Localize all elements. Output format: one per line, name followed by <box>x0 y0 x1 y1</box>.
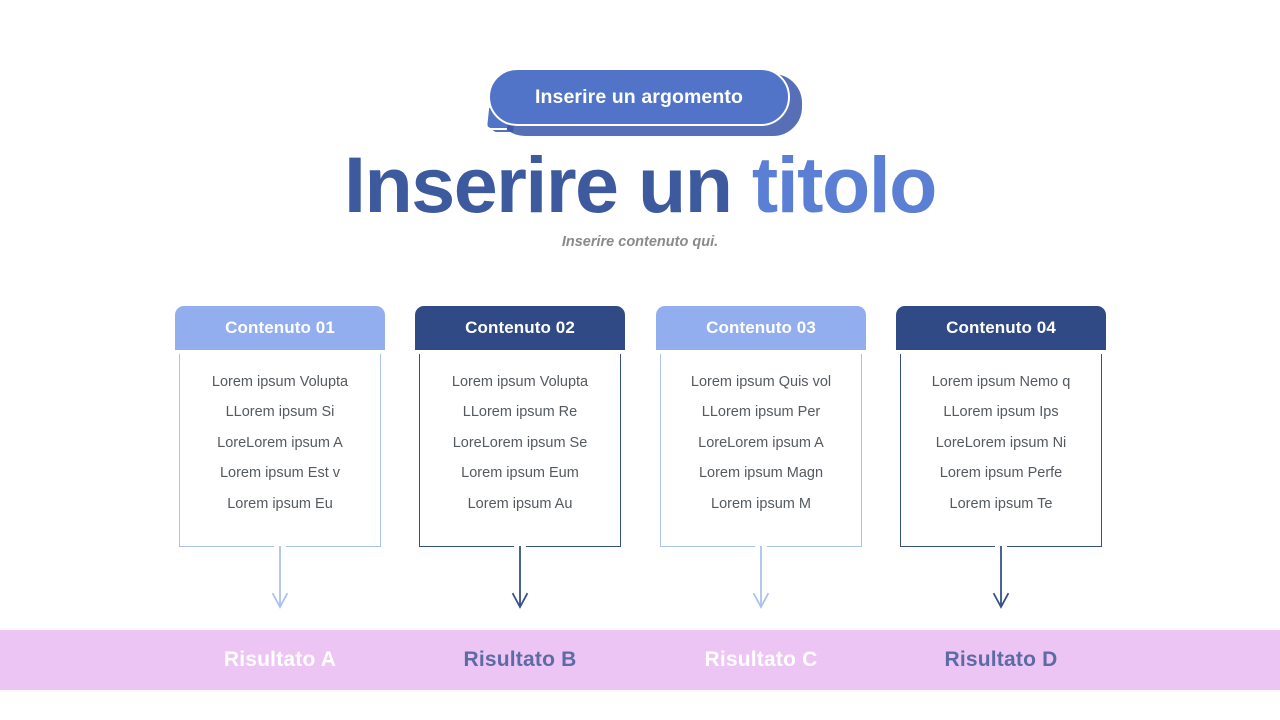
column-line-item: LLorem ipsum Re <box>462 404 578 421</box>
column-line-item: Lorem ipsum M <box>711 495 811 512</box>
result-label-text: Risultato C <box>704 648 818 671</box>
page-title-part2: titolo <box>751 140 938 229</box>
results-bar <box>0 630 1280 690</box>
page-subtitle: Inserire contenuto qui. <box>561 234 719 250</box>
column-line-item: Lorem ipsum Perfe <box>939 465 1063 482</box>
column-line-item: Lorem ipsum Quis vol <box>690 374 832 390</box>
column-line-item: Lorem ipsum Magn <box>698 465 824 482</box>
page-title: Inserire un titolo <box>0 140 1280 230</box>
topic-badge-area: Inserire un argomento <box>0 68 1280 136</box>
result-label-text: Risultato A <box>223 648 337 671</box>
result-label: Risultato C <box>656 630 866 690</box>
column-header[interactable]: Contenuto 01 <box>175 306 385 350</box>
flow-arrow-down-icon <box>508 546 532 618</box>
column-line-item: LLorem ipsum Per <box>701 404 821 421</box>
page-title-part1: Inserire un <box>344 140 752 229</box>
result-label-text: Risultato D <box>944 648 1058 671</box>
result-label-text: Risultato B <box>463 648 577 671</box>
flow-arrow-down-icon <box>989 546 1013 618</box>
column-line-item: Lorem ipsum Te <box>949 495 1053 512</box>
column-header-label: Contenuto 02 <box>465 318 575 337</box>
column-line-item: Lorem ipsum Volupta <box>211 374 349 390</box>
column-line-item: LoreLorem ipsum A <box>217 434 343 451</box>
column-header[interactable]: Contenuto 02 <box>415 306 625 350</box>
column-line-item: Lorem ipsum Volupta <box>451 374 589 390</box>
column-line-item: LoreLorem ipsum A <box>698 434 824 451</box>
column-line-item: Lorem ipsum Est v <box>219 465 341 482</box>
column-line-item: Lorem ipsum Au <box>467 495 573 512</box>
content-column: Contenuto 04 Lorem ipsum Nemo q LLorem ips… <box>896 306 1106 549</box>
column-header-label: Contenuto 01 <box>225 318 335 337</box>
column-header[interactable]: Contenuto 04 <box>896 306 1106 350</box>
column-line-item: LLorem ipsum Si <box>225 404 335 421</box>
flow-arrow-down-icon <box>749 546 773 618</box>
column-line-item: Lorem ipsum Nemo q <box>931 374 1071 390</box>
flow-arrow-down-icon <box>268 546 292 618</box>
column-line-item: Lorem ipsum Eum <box>461 465 579 482</box>
result-label: Risultato A <box>175 630 385 690</box>
column-line-item: LoreLorem ipsum Ni <box>935 434 1067 451</box>
result-label: Risultato D <box>896 630 1106 690</box>
topic-badge-label: Inserire un argomento <box>535 85 743 108</box>
column-line-item: LLorem ipsum Ips <box>943 404 1059 421</box>
column-header-label: Contenuto 03 <box>706 318 816 337</box>
column-header[interactable]: Contenuto 03 <box>656 306 866 350</box>
result-label: Risultato B <box>415 630 625 690</box>
column-line-item: Lorem ipsum Eu <box>227 495 333 512</box>
column-header-label: Contenuto 04 <box>946 318 1056 337</box>
topic-badge[interactable]: Inserire un argomento <box>488 68 790 126</box>
column-line-item: LoreLorem ipsum Se <box>452 434 588 451</box>
